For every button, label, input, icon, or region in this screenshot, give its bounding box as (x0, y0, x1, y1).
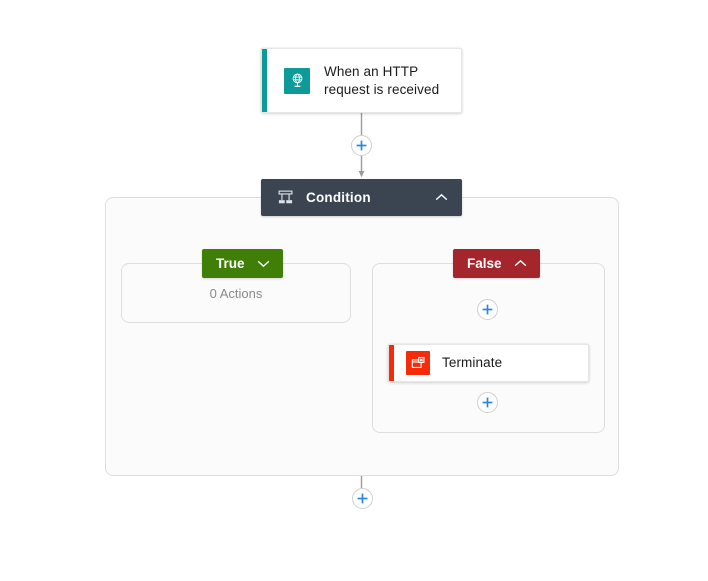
add-step-false-before-terminate-button[interactable] (477, 299, 498, 320)
false-branch-badge[interactable]: False (453, 249, 540, 278)
true-branch-label: True (216, 256, 245, 271)
action-card-terminate[interactable]: Terminate (388, 344, 589, 382)
add-step-after-condition-button[interactable] (352, 488, 373, 509)
chevron-up-icon[interactable] (514, 257, 527, 270)
trigger-card-title: When an HTTP request is received (324, 63, 440, 97)
add-step-after-trigger-button[interactable] (351, 135, 372, 156)
condition-title: Condition (306, 190, 371, 205)
chevron-up-icon[interactable] (434, 191, 448, 205)
condition-header[interactable]: Condition (261, 179, 462, 216)
condition-branch-icon (276, 189, 294, 207)
terminate-card-title: Terminate (442, 355, 503, 370)
terminate-icon (406, 351, 430, 375)
true-branch-badge[interactable]: True (202, 249, 283, 278)
chevron-down-icon[interactable] (257, 257, 270, 270)
trigger-card-http-request[interactable]: When an HTTP request is received (261, 48, 462, 113)
add-step-false-after-terminate-button[interactable] (477, 392, 498, 413)
false-branch-label: False (467, 256, 502, 271)
http-request-icon (284, 67, 310, 94)
terminate-accent-stripe (389, 345, 394, 381)
true-branch-empty-label: 0 Actions (209, 285, 263, 301)
trigger-accent-stripe (262, 49, 267, 112)
